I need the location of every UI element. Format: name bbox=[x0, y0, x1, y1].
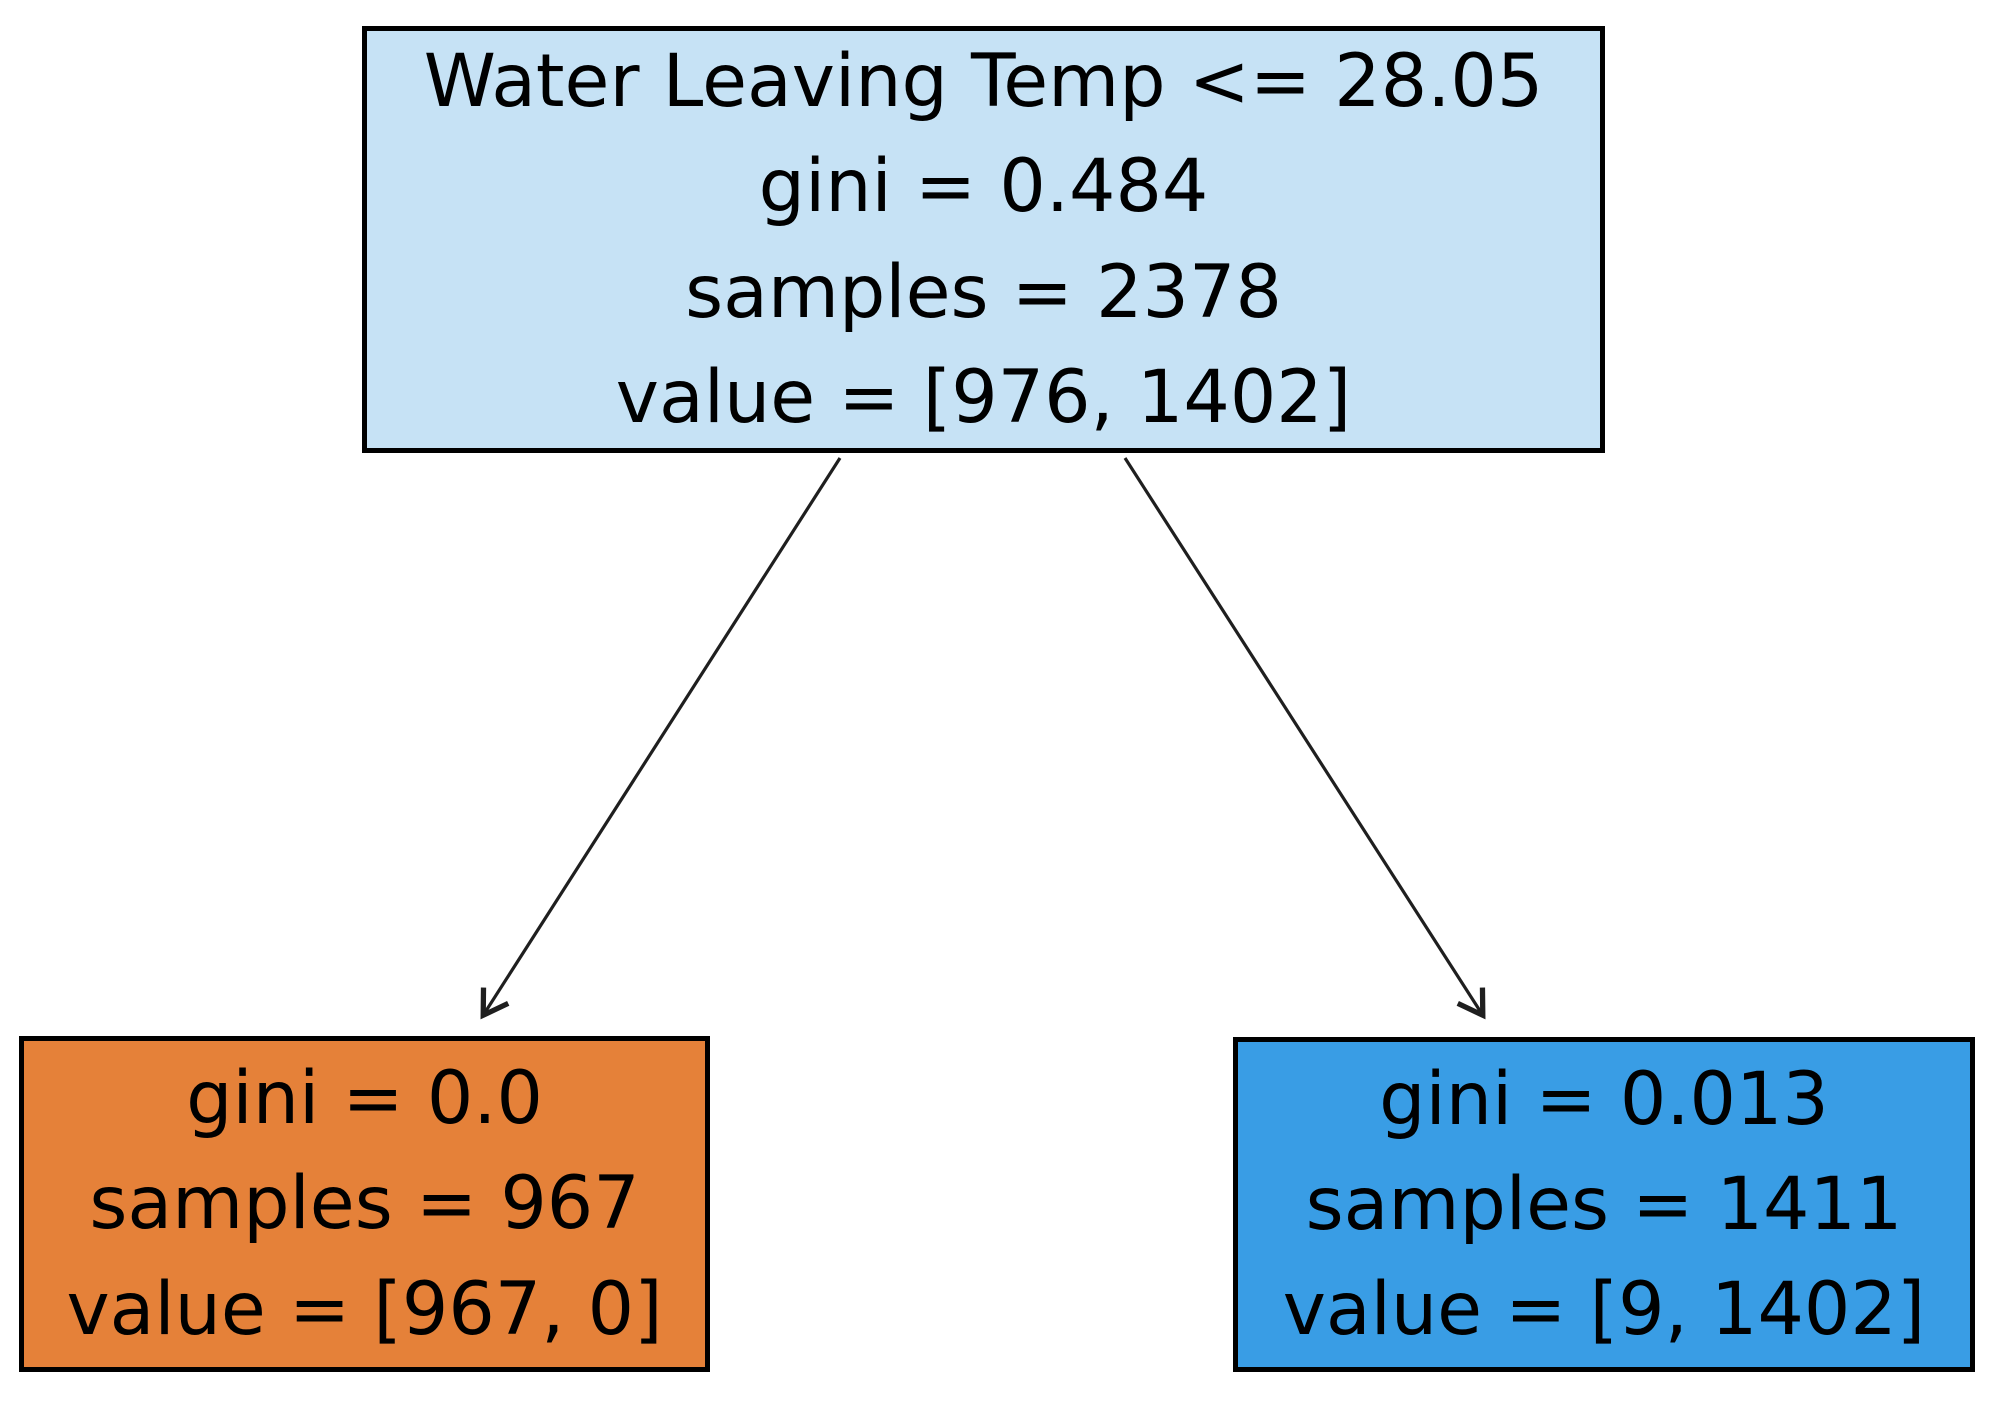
left-leaf-samples: samples = 967 bbox=[89, 1161, 640, 1247]
right-leaf-node: gini = 0.013 samples = 1411 value = [9, … bbox=[1233, 1037, 1975, 1372]
right-leaf-samples: samples = 1411 bbox=[1305, 1161, 1903, 1247]
edge-root-to-left-arrow bbox=[480, 457, 842, 1020]
right-leaf-gini: gini = 0.013 bbox=[1379, 1056, 1829, 1142]
root-node-condition: Water Leaving Temp <= 28.05 bbox=[423, 39, 1544, 125]
root-node-gini: gini = 0.484 bbox=[758, 144, 1209, 230]
left-leaf-node: gini = 0.0 samples = 967 value = [967, 0… bbox=[19, 1036, 710, 1372]
root-node-value: value = [976, 1402] bbox=[615, 354, 1352, 440]
root-node: Water Leaving Temp <= 28.05 gini = 0.484… bbox=[362, 26, 1605, 453]
root-node-samples: samples = 2378 bbox=[685, 249, 1282, 335]
right-leaf-value: value = [9, 1402] bbox=[1282, 1267, 1926, 1353]
left-leaf-value: value = [967, 0] bbox=[66, 1266, 663, 1352]
left-leaf-gini: gini = 0.0 bbox=[186, 1056, 543, 1142]
edge-root-to-right-arrow bbox=[1123, 457, 1486, 1020]
